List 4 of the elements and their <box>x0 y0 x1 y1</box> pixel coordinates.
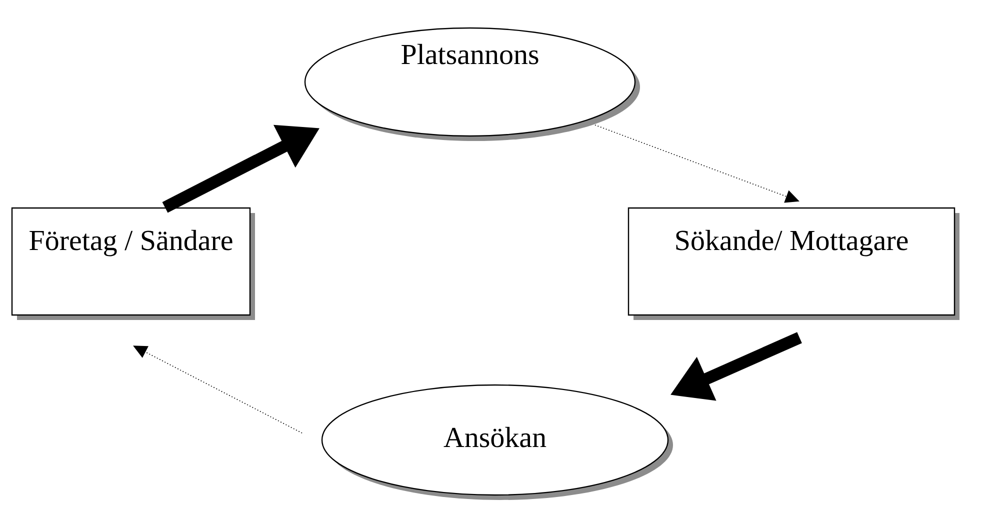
process-box: Sökande/ Mottagare <box>628 207 960 320</box>
ellipse-node: Ansökan <box>321 384 673 500</box>
ellipse-node: Platsannons <box>304 27 640 141</box>
process-box: Företag / Sändare <box>11 207 255 320</box>
